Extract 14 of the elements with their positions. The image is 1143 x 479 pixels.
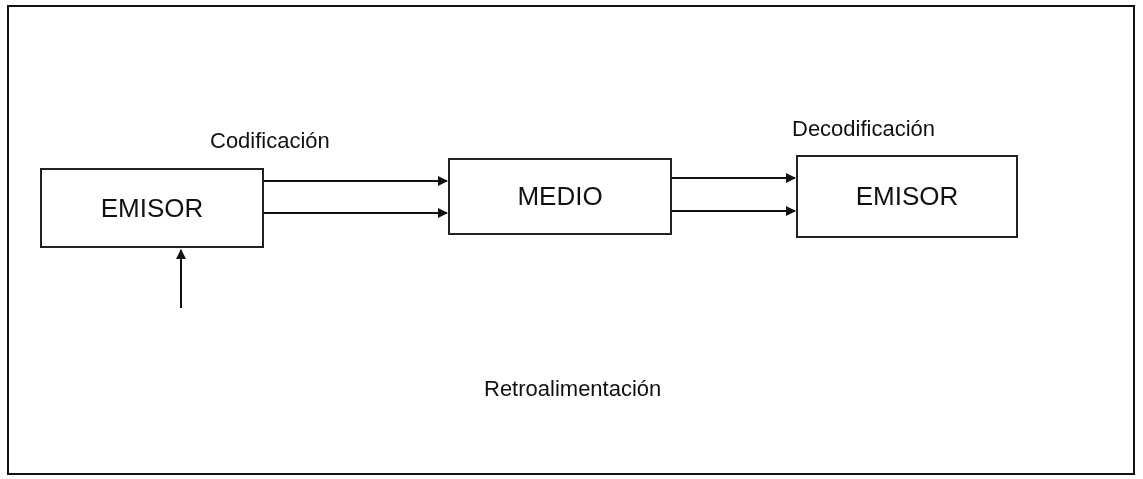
- arrow: [176, 249, 186, 309]
- text-label: Decodificación: [792, 116, 936, 142]
- process-box: [40, 168, 264, 248]
- text-label: Retroalimentación: [484, 376, 662, 402]
- arrow: [671, 206, 796, 216]
- process-box: [796, 155, 1018, 238]
- node-label: EMISOR: [100, 192, 204, 224]
- text-label: Codificación: [210, 128, 330, 154]
- node-label: EMISOR: [855, 181, 959, 212]
- arrow: [263, 176, 448, 186]
- arrow: [671, 173, 796, 183]
- node-label: MEDIO: [517, 181, 603, 212]
- process-box: [448, 158, 672, 235]
- arrow: [263, 208, 448, 218]
